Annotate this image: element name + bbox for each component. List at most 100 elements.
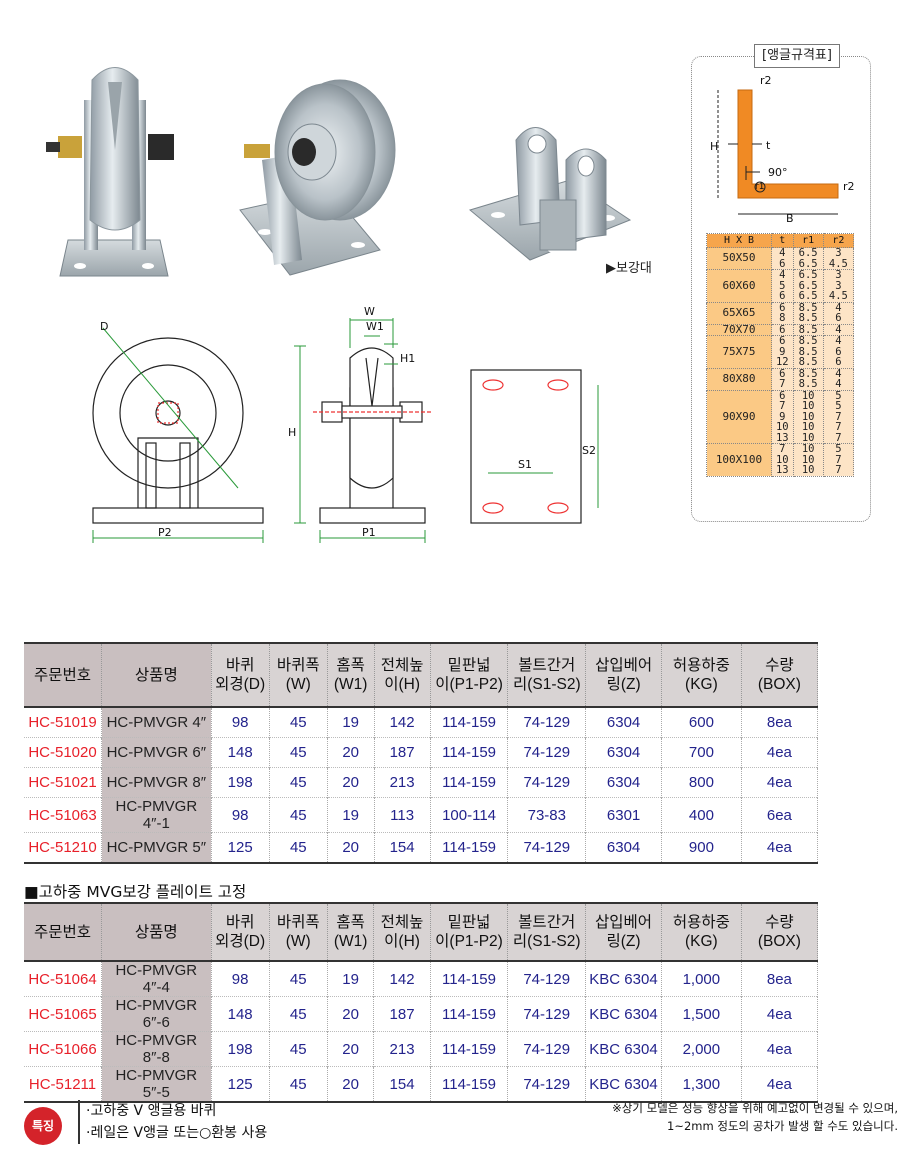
value-cell: 114-159 [430, 737, 509, 768]
reinforce-bracket-photo [468, 127, 632, 261]
value-cell: 198 [211, 767, 270, 798]
table-header-cell: 수량(BOX) [741, 643, 819, 707]
value-cell: 154 [373, 1066, 431, 1102]
value-cell: 45 [269, 707, 328, 738]
product-name-cell: HC-PMVGR 6″-6 [101, 996, 212, 1032]
value-cell: 113 [374, 797, 431, 833]
order-number-cell: HC-51065 [24, 996, 103, 1032]
dim-W1: W1 [366, 320, 384, 333]
value-cell: 154 [374, 832, 431, 863]
value-cell: 74-129 [507, 961, 587, 997]
order-number-cell: HC-51063 [24, 797, 103, 833]
value-cell: 4ea [741, 1031, 819, 1067]
angle-90deg: 90° [768, 166, 788, 179]
value-cell: KBC 6304 [585, 996, 662, 1032]
value-cell: 45 [269, 1066, 328, 1102]
reinforce-caption: ▶보강대 [606, 261, 652, 276]
product-name-cell: HC-PMVGR 8″ [101, 767, 212, 798]
value-cell: 400 [661, 797, 742, 833]
value-cell: 74-129 [507, 707, 587, 738]
value-cell: 6304 [585, 767, 663, 798]
value-cell: 20 [327, 1066, 375, 1102]
feature-item: ·고하중 V 앵글용 바퀴 [86, 1103, 217, 1119]
value-cell: KBC 6304 [585, 1031, 662, 1067]
value-cell: 4ea [741, 832, 819, 863]
order-number-cell: HC-51021 [24, 767, 103, 798]
value-cell: 4ea [741, 996, 819, 1032]
value-cell: 6301 [585, 797, 663, 833]
dim-H1: H1 [400, 352, 416, 365]
value-cell: 74-129 [507, 737, 587, 768]
value-cell: 1,000 [661, 961, 742, 997]
value-cell: 142 [373, 961, 431, 997]
spec-t-cell: 6 [771, 323, 794, 336]
angle-t: t [766, 139, 771, 152]
value-cell: 20 [327, 1031, 375, 1067]
value-cell: 45 [269, 996, 328, 1032]
value-cell: 45 [269, 961, 328, 997]
dim-H: H [288, 426, 297, 439]
value-cell: 1,500 [661, 996, 742, 1032]
value-cell: 4ea [741, 737, 819, 768]
order-number-cell: HC-51064 [24, 961, 103, 997]
table-header-cell: 주문번호 [24, 903, 103, 961]
value-cell: 98 [211, 797, 270, 833]
product-name-cell: HC-PMVGR 4″ [101, 707, 212, 738]
value-cell: 700 [661, 737, 742, 768]
value-cell: 45 [269, 832, 328, 863]
dim-P1: P1 [362, 526, 376, 539]
section2-title: ■고하중 MVG보강 플레이트 고정 [24, 883, 247, 901]
product-name-cell: HC-PMVGR 8″-8 [101, 1031, 212, 1067]
spec-size-cell: 65X65 [706, 301, 772, 325]
product-name-cell: HC-PMVGR 4″-1 [101, 797, 212, 833]
value-cell: 114-159 [430, 1066, 509, 1102]
value-cell: 900 [661, 832, 742, 863]
value-cell: 114-159 [430, 1031, 509, 1067]
value-cell: 2,000 [661, 1031, 742, 1067]
value-cell: 125 [211, 832, 270, 863]
spec-size-cell: 50X50 [706, 247, 772, 270]
value-cell: 114-159 [430, 832, 509, 863]
value-cell: KBC 6304 [585, 961, 662, 997]
value-cell: 74-129 [507, 1066, 587, 1102]
value-cell: 98 [211, 961, 270, 997]
table-header-cell: 상품명 [101, 903, 212, 961]
caster-front-photo [46, 67, 174, 277]
value-cell: 114-159 [430, 996, 509, 1032]
feature-list: ·고하중 V 앵글용 바퀴 ·레일은 V앵글 또는○환봉 사용 [78, 1100, 267, 1144]
note-line: 1~2mm 정도의 공차가 발생 할 수도 있습니다. [667, 1119, 898, 1133]
spec-size-cell: 90X90 [706, 389, 772, 444]
feature-item: ·레일은 V앵글 또는○환봉 사용 [86, 1125, 268, 1141]
table-header-cell: 상품명 [101, 643, 212, 707]
